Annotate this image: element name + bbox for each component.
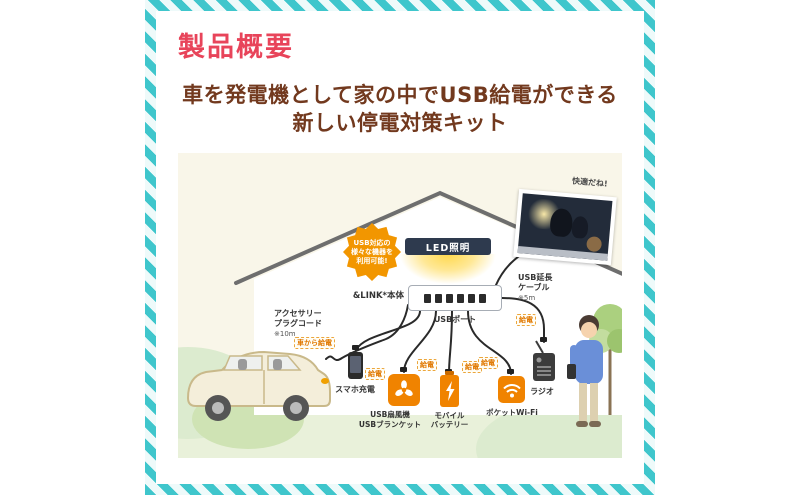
lightning-icon [445,381,454,401]
accessory-cord-line [325,304,409,361]
usb-port-icon [424,293,431,303]
led-light-label: LED照明 [405,238,491,255]
usb-port-icon [435,293,442,303]
power-tag: 給電 [365,368,385,380]
starburst-icon [343,223,401,281]
accessory-cord-label: アクセサリー プラグコード ※10m [274,309,322,338]
diagram-illustration: USB対応の 様々な機器を 利用可能! 快適だね! [178,153,622,458]
unit-label: &LINK*本体 [352,291,404,301]
content-area: 製品概要 車を発電機として家の中でUSB給電ができる 新しい停電対策キット [156,11,644,484]
car-illustration [186,350,331,421]
usb-port-label: USBポート [433,315,477,324]
comfort-photo [513,188,617,266]
photo-figure [549,207,574,238]
fan-blades-icon [395,380,413,397]
wifi-waves-icon [502,383,521,397]
teddy-bear [585,235,603,253]
car-power-tag: 車から給電 [294,337,335,349]
usb-port-icon [457,293,464,303]
decorative-striped-frame: 製品概要 車を発電機として家の中でUSB給電ができる 新しい停電対策キット [145,0,655,495]
link-main-unit [408,285,502,311]
photo-figure [571,215,589,239]
power-tag: 給電 [462,361,482,373]
usb-devices-badge: USB対応の 様々な機器を 利用可能! [343,223,401,281]
led-glow [400,254,496,284]
accessory-cord-note: ※10m [274,330,296,338]
mobile-battery-label: モバイル バッテリー [430,411,469,429]
radio-icon [533,340,555,381]
usb-fan-label: USB扇風機 [370,410,410,419]
headline: 車を発電機として家の中でUSB給電ができる 新しい停電対策キット [156,81,644,137]
photo-image [517,193,613,261]
extension-cable-label: USB延長 ケーブル ※5m [518,273,553,302]
pocket-wifi-icon [498,376,525,403]
usb-port-icon [446,293,453,303]
smartphone-icon [348,352,363,379]
pocket-wifi-label: ポケットWi-Fi [486,408,538,417]
usb-port-icon [468,293,475,303]
page-title: 製品概要 [178,32,294,63]
power-tag: 給電 [516,314,536,326]
mobile-battery-icon [440,371,459,407]
headline-line1: 車を発電機として家の中でUSB給電ができる [182,83,618,107]
usb-port-icon [479,293,486,303]
extension-cable-note: ※5m [518,294,536,302]
headline-line2: 新しい停電対策キット [292,111,508,135]
usb-blanket-label: USBブランケット [358,420,422,429]
radio-cable-line [501,297,545,343]
smartphone-screen [350,356,361,373]
usb-fan-icon [388,374,420,406]
badge-text: USB対応の 様々な機器を 利用可能! [351,238,393,265]
radio-label: ラジオ [530,387,554,396]
person-illustration [567,315,603,427]
power-tag: 給電 [417,359,437,371]
smartphone-label: スマホ充電 [335,385,375,394]
power-tag: 給電 [478,357,498,369]
